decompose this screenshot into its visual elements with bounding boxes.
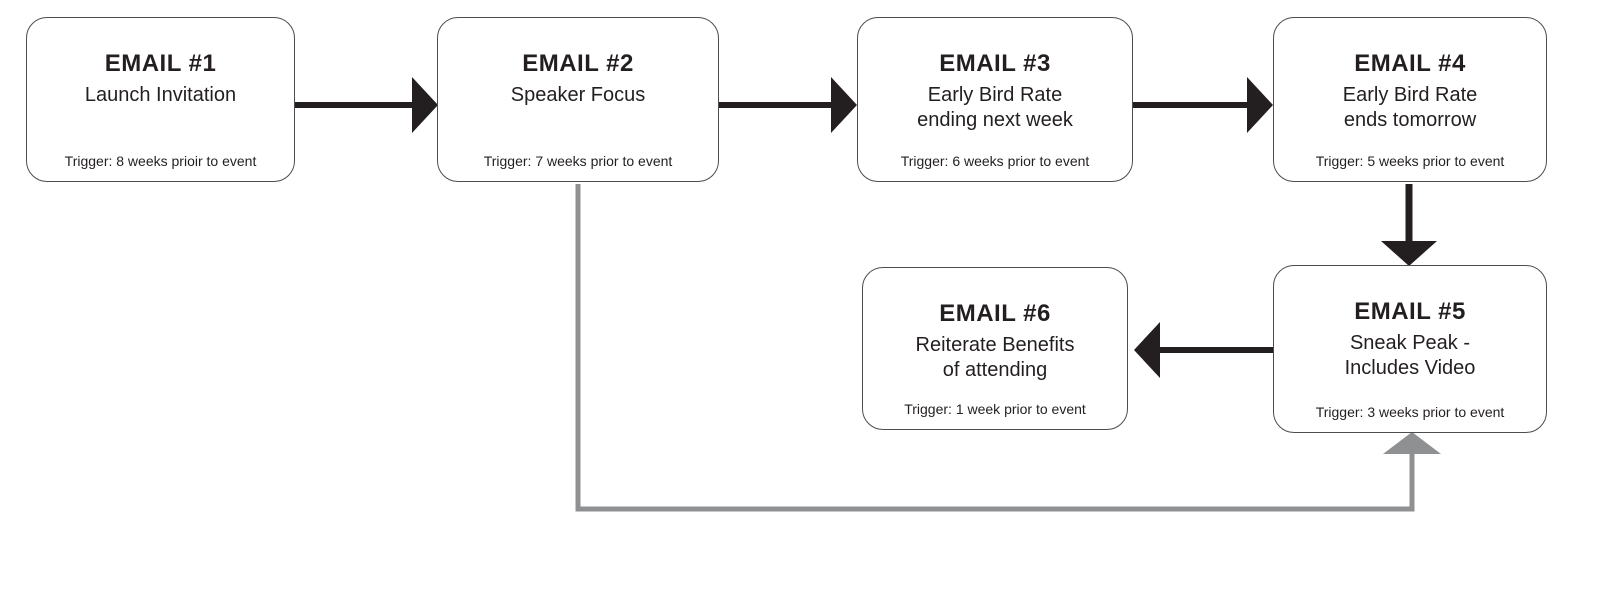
black-arrowhead-icon [1381,241,1437,266]
arrow-email4-to-email5 [1381,184,1437,266]
email-3-subtitle: Early Bird Rate ending next week [917,84,1073,131]
black-arrowhead-icon [412,77,438,133]
email-3-trigger: Trigger: 6 weeks prior to event [900,153,1090,169]
email-3-box: EMAIL #3 Early Bird Rate ending next wee… [857,17,1133,182]
email-6-subtitle: Reiterate Benefits of attending [915,334,1075,381]
black-arrowhead-icon [1134,322,1160,378]
email-1-title: EMAIL #1 [104,50,217,77]
email-4-subtitle: Early Bird Rate ends tomorrow [1342,84,1478,131]
black-arrowhead-icon [1247,77,1273,133]
email-1-trigger: Trigger: 8 weeks prioir to event [64,153,257,169]
email-4-title: EMAIL #4 [1354,50,1466,77]
connector-email2-to-email5 [575,184,1441,512]
email-2-box: EMAIL #2 Speaker Focus Trigger: 7 weeks … [437,17,719,182]
email-5-box: EMAIL #5 Sneak Peak - Includes Video Tri… [1273,265,1547,433]
email-1-subtitle: Launch Invitation [84,84,237,106]
arrow-email1-to-email2 [295,77,438,133]
email-4-box: EMAIL #4 Early Bird Rate ends tomorrow T… [1273,17,1547,182]
arrow-email3-to-email4 [1133,77,1273,133]
arrow-email5-to-email6 [1134,322,1273,378]
email-2-title: EMAIL #2 [522,50,634,77]
email-6-box: EMAIL #6 Reiterate Benefits of attending… [862,267,1128,430]
email-1-box: EMAIL #1 Launch Invitation Trigger: 8 we… [26,17,295,182]
black-arrowhead-icon [831,77,857,133]
email-2-trigger: Trigger: 7 weeks prior to event [483,153,673,169]
gray-arrowhead-icon [1383,432,1441,454]
email-5-title: EMAIL #5 [1354,298,1466,325]
email-5-trigger: Trigger: 3 weeks prior to event [1315,404,1505,420]
email-6-trigger: Trigger: 1 week prior to event [904,401,1086,417]
email-4-trigger: Trigger: 5 weeks prior to event [1315,153,1505,169]
arrow-email2-to-email3 [719,77,857,133]
email-3-title: EMAIL #3 [939,50,1051,77]
email-5-subtitle: Sneak Peak - Includes Video [1344,332,1476,379]
email-2-subtitle: Speaker Focus [510,84,646,106]
email-6-title: EMAIL #6 [939,300,1051,327]
